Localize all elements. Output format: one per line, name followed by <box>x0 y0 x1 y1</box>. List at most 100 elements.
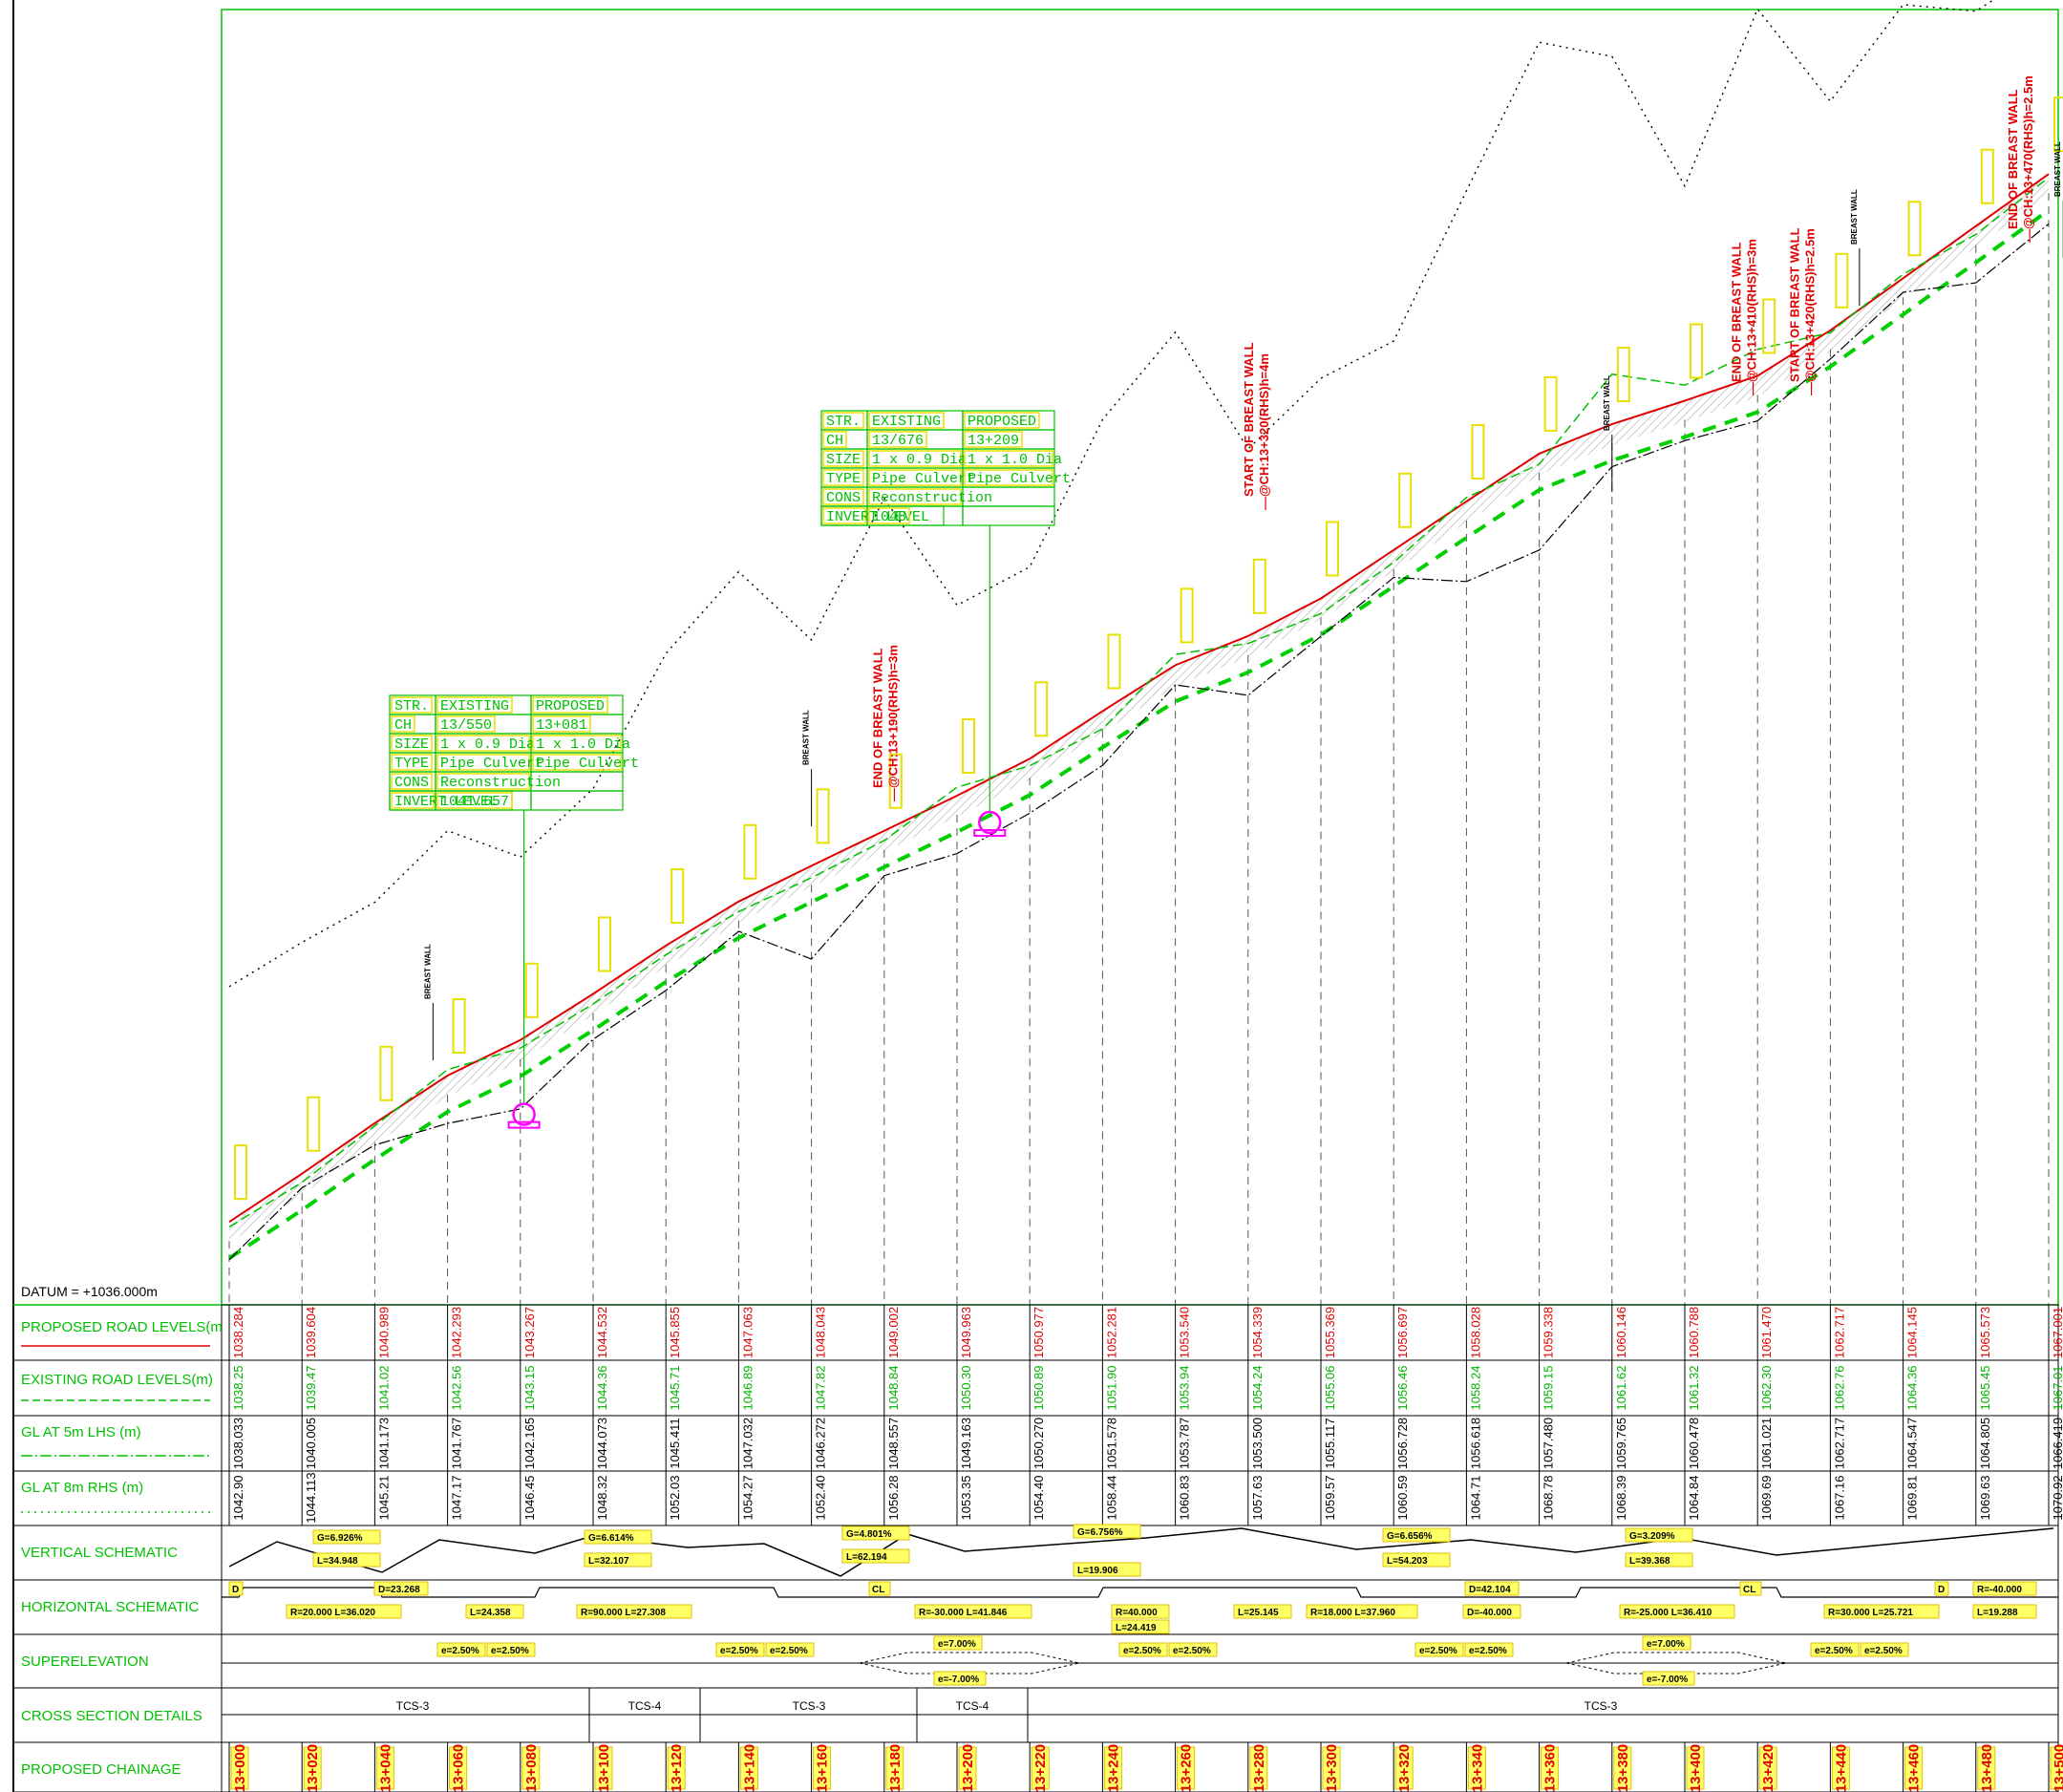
hcurve-5: R=40.000 <box>1116 1608 1158 1618</box>
band-gl_lhs_levels-5: 1044.073 <box>595 1418 609 1469</box>
super-2: e=2.50% <box>491 1646 529 1656</box>
band-existing_levels-3: 1042.56 <box>450 1366 464 1411</box>
band-gl_lhs_levels-8: 1046.272 <box>814 1418 828 1469</box>
band-gl_lhs_levels-2: 1041.173 <box>376 1418 391 1469</box>
structure-1-cell-0-2: PROPOSED <box>536 698 605 715</box>
band-gl_lhs_levels-13: 1053.787 <box>1178 1418 1192 1469</box>
band-proposed_levels-3: 1042.293 <box>450 1307 464 1358</box>
band-proposed_levels-18: 1059.338 <box>1542 1307 1556 1358</box>
band-gl_rhs_levels-15: 1059.57 <box>1323 1476 1337 1521</box>
band-existing_levels-2: 1041.02 <box>376 1366 391 1411</box>
bw-note-title-4: END OF BREAST WALL <box>2006 89 2020 229</box>
vlength-2: L=32.107 <box>588 1556 629 1567</box>
breast-wall-label-0: BREAST WALL <box>423 944 432 999</box>
hmark-1: D <box>232 1585 239 1595</box>
band-proposed_levels-1: 1039.604 <box>304 1307 318 1358</box>
band-proposed_levels-5: 1044.532 <box>595 1307 609 1358</box>
chainage-box-17 <box>1467 1746 1486 1790</box>
super-8: e=2.50% <box>1173 1646 1211 1656</box>
chainage-box-20 <box>1686 1746 1705 1790</box>
chainage-label-2: 13+040 <box>377 1744 393 1792</box>
band-existing_levels-5: 1044.36 <box>595 1366 609 1411</box>
chainage-box-9 <box>885 1746 904 1790</box>
chainage-box-22 <box>1831 1746 1850 1790</box>
structure-2-cell-1-0: CH <box>826 433 843 449</box>
structure-1-cell-3-1: Pipe Culvert <box>440 756 543 772</box>
tcs-5: TCS-3 <box>1584 1699 1618 1713</box>
hcurve-3: R=90.000 L=27.308 <box>581 1608 666 1618</box>
structure-2-cell-2-1: 1 x 0.9 Dia <box>872 452 967 468</box>
vgrade-5: G=6.656% <box>1387 1531 1433 1542</box>
chainage-label-1: 13+020 <box>305 1744 321 1792</box>
band-proposed_levels-11: 1050.977 <box>1032 1307 1046 1358</box>
band-existing_levels-22: 1062.76 <box>1832 1366 1846 1411</box>
band-gl_lhs_levels-9: 1048.557 <box>886 1418 901 1469</box>
band-gl_rhs_levels-2: 1045.21 <box>376 1476 391 1521</box>
band-gl_rhs_levels-20: 1064.84 <box>1687 1476 1701 1521</box>
chainage-box-19 <box>1613 1746 1632 1790</box>
level-tag-14 <box>1252 558 1266 614</box>
superelevation-diagram: e=2.50% e=2.50% e=2.50% e=2.50% e=7.00% … <box>222 1635 2058 1686</box>
vgrade-3: G=4.801% <box>846 1529 892 1540</box>
breast-wall-hatch <box>229 174 2049 1244</box>
vlength-3: L=62.194 <box>846 1552 887 1563</box>
band-proposed_levels-23: 1064.145 <box>1905 1307 1920 1358</box>
structure-1-cell-1-2: 13+081 <box>536 717 587 734</box>
chainage-box-14 <box>1249 1746 1268 1790</box>
chainage-label-5: 13+100 <box>596 1744 612 1792</box>
bw-note-title-0: END OF BREAST WALL <box>870 648 884 788</box>
bw-note-title-3: START OF BREAST WALL <box>1788 227 1802 382</box>
row-label-gl-rhs: GL AT 8m RHS (m) <box>21 1480 143 1496</box>
chainage-label-22: 13+440 <box>1833 1744 1849 1792</box>
level-tag-11 <box>1034 681 1049 737</box>
gl-rhs-line <box>228 0 1995 988</box>
existing-profile-line <box>228 177 2050 1228</box>
hmark-2: CL <box>872 1585 884 1595</box>
breast-wall-label-3: BREAST WALL <box>1850 189 1859 245</box>
band-gl_lhs_levels-11: 1050.270 <box>1032 1418 1046 1469</box>
hcurve-12: L=19.288 <box>1977 1608 2018 1618</box>
band-gl_rhs_levels-5: 1048.32 <box>595 1476 609 1521</box>
level-tag-13 <box>1180 587 1194 644</box>
chainage-box-16 <box>1394 1746 1414 1790</box>
structure-2-cell-3-2: Pipe Culvert <box>968 471 1071 487</box>
level-tag-7 <box>743 823 757 880</box>
level-tag-1 <box>307 1096 321 1152</box>
chainage-label-3: 13+060 <box>451 1744 467 1792</box>
tcs-1: TCS-3 <box>396 1699 430 1713</box>
cross-section-details: TCS-3 TCS-4 TCS-3 TCS-4 TCS-3 <box>222 1688 2058 1742</box>
chainage-box-12 <box>1103 1746 1122 1790</box>
chainage-label-17: 13+340 <box>1469 1744 1485 1792</box>
chainage-box-10 <box>958 1746 977 1790</box>
level-tag-18 <box>1543 375 1558 432</box>
level-tag-10 <box>962 718 975 775</box>
band-gl_rhs_levels-9: 1056.28 <box>886 1476 901 1521</box>
bw-note-detail-1: @CH:13+320(RHS)h=4m <box>1257 353 1271 497</box>
level-tag-21 <box>1762 298 1776 354</box>
band-gl_rhs_levels-22: 1067.16 <box>1832 1476 1846 1521</box>
super-12: e=-7.00% <box>1647 1675 1688 1685</box>
structure-1-cell-0-0: STR. <box>394 698 429 715</box>
chainage-box-21 <box>1758 1746 1777 1790</box>
super-6: e=-7.00% <box>938 1675 979 1685</box>
chainage-label-15: 13+300 <box>1324 1744 1340 1792</box>
chainage-label-9: 13+180 <box>887 1744 904 1792</box>
band-existing_levels-16: 1056.46 <box>1395 1366 1410 1411</box>
level-tag-6 <box>670 867 685 924</box>
level-tag-3 <box>452 998 466 1055</box>
chainage-label-12: 13+240 <box>1105 1744 1121 1792</box>
vlength-6: L=39.368 <box>1629 1556 1670 1567</box>
chainage-box-0 <box>230 1746 249 1790</box>
band-proposed_levels-16: 1056.697 <box>1395 1307 1410 1358</box>
vgrade-1: G=6.926% <box>317 1533 363 1544</box>
culvert-1-icon <box>507 1102 541 1129</box>
band-gl_rhs_levels-10: 1053.35 <box>959 1476 973 1521</box>
breast-wall-notes: END OF BREAST WALL@CH:13+190(RHS)h=3mSTA… <box>870 75 2035 801</box>
band-existing_levels-1: 1039.47 <box>304 1366 318 1411</box>
row-label-gl-lhs: GL AT 5m LHS (m) <box>21 1424 141 1440</box>
structure-2-cell-5-1: 1048 <box>872 509 906 525</box>
bw-note-detail-3: @CH:13+420(RHS)h=2.5m <box>1803 228 1818 382</box>
band-gl_lhs_levels-21: 1061.021 <box>1759 1418 1774 1469</box>
